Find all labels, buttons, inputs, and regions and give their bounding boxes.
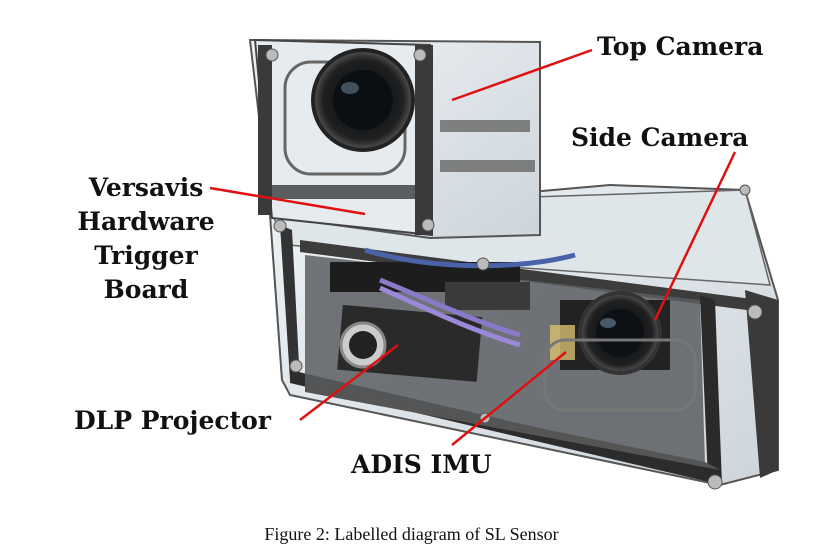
versavis-board-label: Versavis Hardware Trigger Board bbox=[60, 171, 232, 307]
internals bbox=[330, 247, 697, 412]
versavis-label-line-1: Versavis bbox=[88, 173, 204, 202]
screws bbox=[265, 48, 763, 490]
top-enclosure bbox=[248, 38, 541, 240]
versavis-leader bbox=[209, 186, 366, 216]
top-camera-label: Top Camera bbox=[597, 32, 764, 61]
adis-imu-label: ADIS IMU bbox=[351, 450, 492, 479]
side-camera-label: Side Camera bbox=[571, 123, 749, 152]
side-camera-leader bbox=[653, 151, 737, 321]
versavis-label-line-3: Trigger bbox=[94, 241, 198, 270]
top-camera-leader bbox=[451, 48, 593, 102]
versavis-label-line-4: Board bbox=[103, 275, 189, 304]
figure-caption: Figure 2: Labelled diagram of SL Sensor bbox=[264, 524, 559, 544]
versavis-label-line-2: Hardware bbox=[77, 207, 215, 236]
dlp-projector-leader bbox=[299, 344, 399, 421]
dlp-projector-label: DLP Projector bbox=[74, 406, 271, 435]
adis-imu-leader bbox=[451, 351, 567, 446]
leader-lines bbox=[209, 48, 737, 446]
